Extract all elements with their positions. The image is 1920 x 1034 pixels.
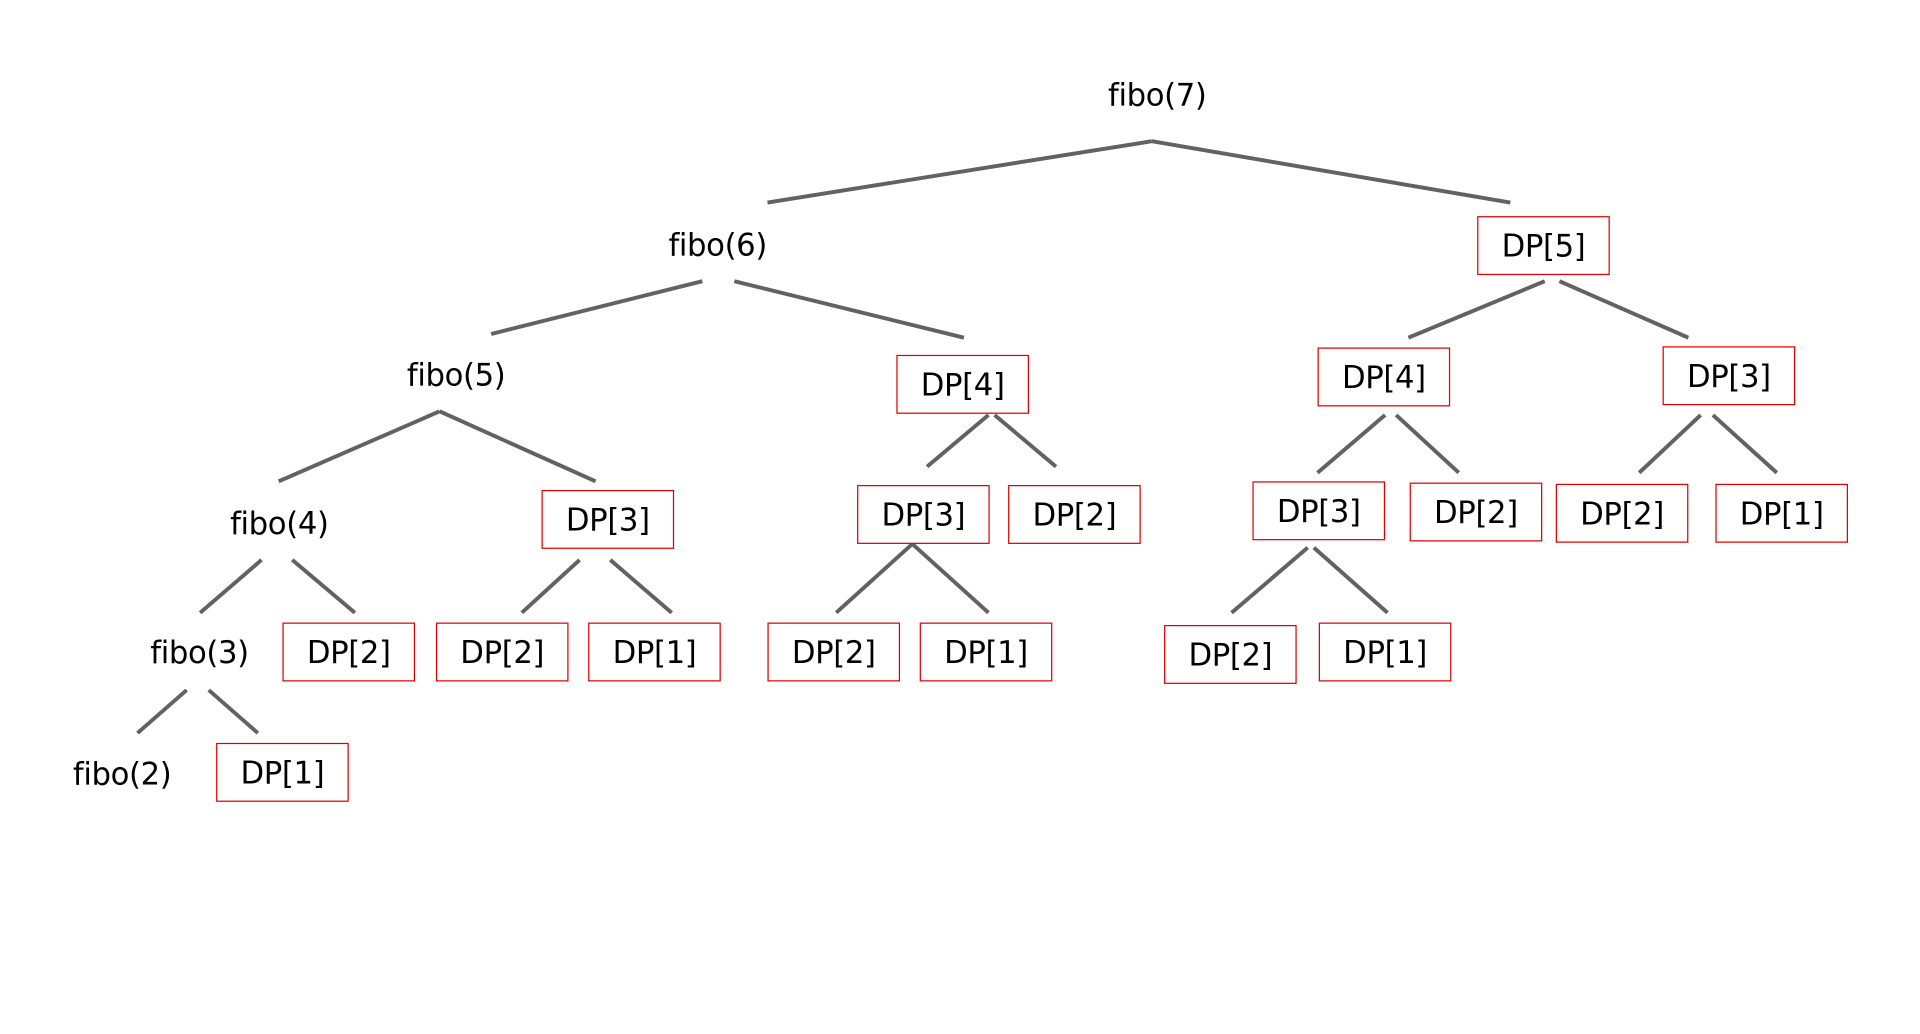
node-dp1: DP[1] [919, 622, 1053, 682]
node-fibo4: fibo(4) [230, 505, 329, 541]
edge [198, 558, 263, 615]
node-dp4: DP[4] [896, 354, 1029, 414]
node-fibo2: fibo(2) [72, 755, 172, 792]
edge [1151, 139, 1511, 205]
node-fibo7: fibo(7) [1108, 76, 1207, 113]
node-dp1: DP[1] [216, 742, 349, 802]
node-dp2: DP[2] [1164, 625, 1297, 684]
edge [608, 558, 673, 615]
node-fibo6: fibo(6) [668, 226, 767, 263]
edge [767, 139, 1153, 205]
node-fibo5: fibo(5) [406, 356, 506, 393]
edge [1316, 413, 1387, 475]
edge [277, 409, 441, 484]
node-dp2: DP[2] [435, 622, 569, 682]
node-fibo3: fibo(3) [150, 634, 249, 670]
node-dp2: DP[2] [767, 622, 901, 682]
edge [733, 279, 965, 340]
edge [1394, 413, 1461, 475]
edge [834, 542, 914, 615]
node-dp1: DP[1] [1715, 483, 1848, 543]
node-dp2: DP[2] [1008, 485, 1141, 544]
tree-edges [136, 139, 1779, 735]
edge [490, 279, 703, 336]
node-dp3: DP[3] [857, 485, 990, 544]
edge [1637, 413, 1702, 475]
node-dp3: DP[3] [541, 489, 675, 549]
edge [207, 688, 260, 735]
node-dp2: DP[2] [1409, 482, 1543, 542]
edge [290, 558, 357, 615]
edge [1312, 546, 1389, 615]
edge [438, 409, 597, 484]
edge [1711, 413, 1779, 475]
node-dp3: DP[3] [1252, 481, 1386, 541]
edge [520, 558, 581, 615]
node-dp4: DP[4] [1317, 347, 1451, 407]
node-dp5: DP[5] [1477, 216, 1610, 276]
node-dp2: DP[2] [1555, 483, 1689, 543]
edge [1558, 279, 1690, 340]
node-dp1: DP[1] [588, 622, 721, 682]
node-dp2: DP[2] [282, 622, 416, 682]
edge [1407, 279, 1546, 340]
node-dp1: DP[1] [1318, 622, 1452, 682]
edge [993, 413, 1058, 469]
edge [925, 413, 990, 469]
edge [1230, 546, 1309, 615]
node-dp3: DP[3] [1662, 346, 1796, 406]
edge [911, 542, 990, 615]
edge [136, 688, 188, 735]
